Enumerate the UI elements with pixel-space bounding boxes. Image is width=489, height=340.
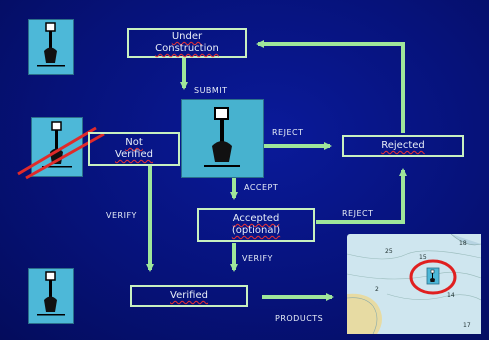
node-under-construction-line2: Construction bbox=[155, 43, 219, 54]
buoy-icon-submitted bbox=[181, 99, 264, 178]
edge-label-submit: SUBMIT bbox=[194, 86, 228, 95]
return-arrow bbox=[256, 40, 405, 133]
edge-label-verify-center: VERIFY bbox=[242, 254, 273, 263]
edge-label-products: PRODUCTS bbox=[275, 314, 324, 323]
reject-arrow-bottom bbox=[316, 168, 407, 224]
buoy-icon-verified bbox=[28, 268, 74, 324]
node-under-construction-line1: Under bbox=[171, 31, 203, 42]
node-not-verified: Not Verified bbox=[88, 132, 180, 166]
node-accepted-line2: (optional) bbox=[231, 225, 281, 236]
depth-label: 17 bbox=[463, 322, 471, 329]
cross-out-mark bbox=[17, 126, 105, 180]
edge-label-reject-top: REJECT bbox=[272, 128, 304, 137]
depth-label: 14 bbox=[447, 292, 455, 299]
node-rejected: Rejected bbox=[342, 135, 464, 157]
nautical-chart-image: 25 15 18 2 14 17 bbox=[347, 234, 481, 334]
node-verified: Verified bbox=[130, 285, 248, 307]
buoy-icon-not-verified bbox=[31, 117, 83, 177]
edge-label-verify-left: VERIFY bbox=[106, 211, 137, 220]
node-not-verified-line1: Not bbox=[125, 137, 143, 148]
depth-label: 25 bbox=[385, 248, 393, 255]
edge-label-accept: ACCEPT bbox=[244, 183, 279, 192]
depth-label: 15 bbox=[419, 254, 427, 261]
node-verified-label: Verified bbox=[170, 290, 208, 301]
node-accepted-line1: Accepted bbox=[232, 213, 280, 224]
node-rejected-label: Rejected bbox=[381, 140, 425, 151]
depth-label: 2 bbox=[375, 286, 379, 293]
buoy-icon-under-construction bbox=[28, 19, 74, 75]
node-under-construction: Under Construction bbox=[127, 28, 247, 58]
node-not-verified-line2: Verified bbox=[115, 149, 153, 160]
depth-label: 18 bbox=[459, 240, 467, 247]
edge-label-reject-bottom: REJECT bbox=[342, 209, 374, 218]
node-accepted: Accepted (optional) bbox=[197, 208, 315, 242]
